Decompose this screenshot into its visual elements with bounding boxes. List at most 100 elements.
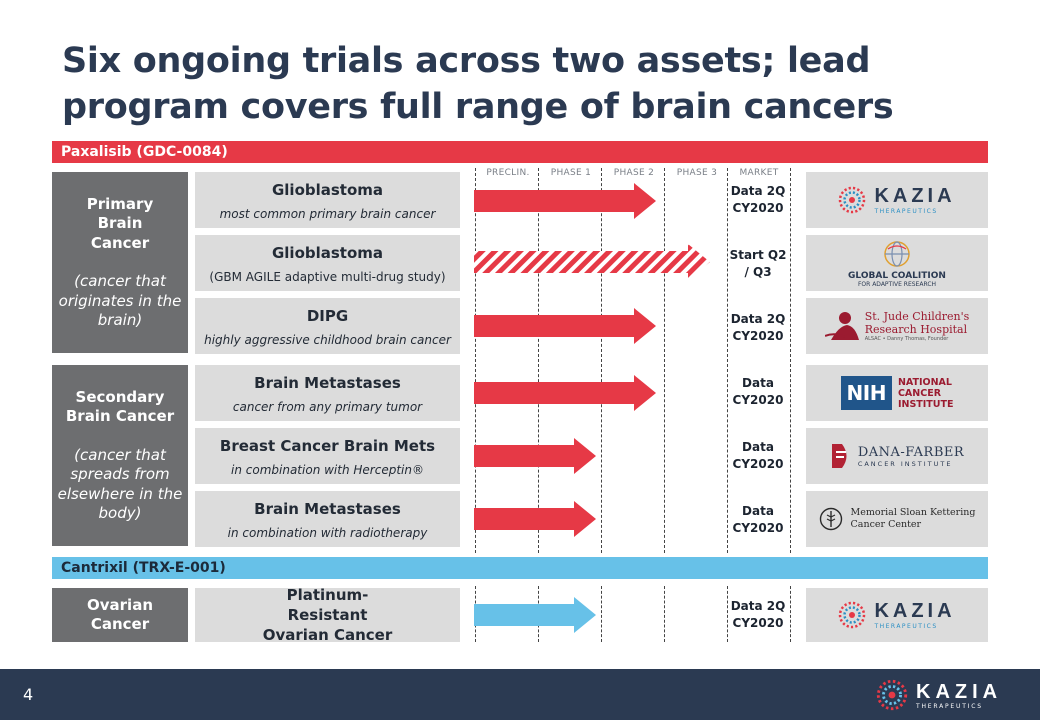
trial-indication: Brain Metastases cancer from any primary… xyxy=(195,365,460,421)
phase-divider xyxy=(727,586,728,642)
nci-line1: NATIONAL xyxy=(897,376,952,388)
group-subtitle: (cancer that originates in the brain) xyxy=(58,272,182,329)
partner-logo-kazia: KAZIA THERAPEUTICS xyxy=(806,172,988,228)
trial-indication: Glioblastoma most common primary brain c… xyxy=(195,172,460,228)
group-title: Ovarian Cancer xyxy=(87,595,153,634)
kazia-wordmark: KAZIA THERAPEUTICS xyxy=(874,600,955,630)
kazia-name: KAZIA xyxy=(874,600,956,622)
phase-divider xyxy=(601,168,602,553)
phase-header-phase3: PHASE 3 xyxy=(676,168,718,178)
asset-band-cantrixil: Cantrixil (TRX-E-001) xyxy=(52,557,988,579)
st-jude-line2: Research Hospital xyxy=(864,323,968,336)
partner-logo-msk: Memorial Sloan Kettering Cancer Center xyxy=(806,491,988,547)
trial-indication: Brain Metastases in combination with rad… xyxy=(195,491,460,547)
trial-status: Data CY2020 xyxy=(732,376,784,407)
indication-title: Glioblastoma xyxy=(271,180,384,199)
group-secondary-brain-cancer: Secondary Brain Cancer (cancer that spre… xyxy=(52,365,188,546)
kazia-mark-icon xyxy=(839,601,866,629)
group-ovarian-cancer: Ovarian Cancer xyxy=(52,588,188,642)
phase-divider xyxy=(727,168,728,553)
phase-header-preclin: PRECLIN. xyxy=(486,168,530,178)
dana-farber-wordmark: DANA-FARBER CANCER INSTITUTE xyxy=(858,445,964,468)
partner-logo-st-jude: St. Jude Children's Research Hospital AL… xyxy=(806,298,988,354)
st-jude-child-icon xyxy=(824,312,859,340)
nci-line3: INSTITUTE xyxy=(897,398,954,410)
indication-subtitle: (GBM AGILE adaptive multi-drug study) xyxy=(209,269,446,284)
group-title: Primary Brain Cancer xyxy=(86,194,154,252)
progress-arrow-phase3-planned xyxy=(474,244,710,279)
trial-status: Data 2Q CY2020 xyxy=(730,599,786,630)
progress-arrow-phase1 xyxy=(474,597,596,633)
phase-divider xyxy=(475,168,476,553)
phase-divider xyxy=(664,168,665,553)
indication-title: Brain Metastases xyxy=(254,499,401,518)
progress-arrow-phase2 xyxy=(474,308,656,344)
indication-title: Brain Metastases xyxy=(254,373,401,392)
trial-indication: Glioblastoma (GBM AGILE adaptive multi-d… xyxy=(195,235,460,291)
progress-arrow-phase2 xyxy=(474,375,656,411)
trial-status: Data CY2020 xyxy=(732,504,784,535)
partner-logo-kazia: KAZIA THERAPEUTICS xyxy=(806,588,988,642)
progress-arrow-phase2 xyxy=(474,183,656,219)
group-subtitle: (cancer that spreads from elsewhere in t… xyxy=(57,445,183,523)
phase-divider xyxy=(790,586,791,642)
indication-subtitle: in combination with Herceptin® xyxy=(231,462,424,477)
trial-status: Data CY2020 xyxy=(732,440,784,471)
kazia-wordmark: KAZIA THERAPEUTICS xyxy=(874,185,955,215)
trial-indication: Platinum-Resistant Ovarian Cancer xyxy=(195,586,460,644)
phase-divider xyxy=(601,586,602,642)
group-primary-brain-cancer: Primary Brain Cancer (cancer that origin… xyxy=(52,172,188,353)
nci-wordmark: NATIONAL CANCER INSTITUTE xyxy=(898,377,954,410)
footer-bar: 4 KAZIA THERAPEUTICS xyxy=(0,669,1040,720)
nci-line2: CANCER xyxy=(897,387,942,399)
globe-icon xyxy=(884,240,910,267)
progress-arrow-phase1 xyxy=(474,438,596,474)
asset-band-paxalisib: Paxalisib (GDC-0084) xyxy=(52,141,988,163)
st-jude-line3: ALSAC • Danny Thomas, Founder xyxy=(864,336,949,342)
df-line1: DANA-FARBER xyxy=(857,444,965,460)
footer-kazia-logo: KAZIA THERAPEUTICS xyxy=(876,679,1002,711)
phase-divider xyxy=(664,586,665,642)
partner-logo-dana-farber: DANA-FARBER CANCER INSTITUTE xyxy=(806,428,988,484)
kazia-tagline: THERAPEUTICS xyxy=(874,208,938,215)
trial-indication: Breast Cancer Brain Mets in combination … xyxy=(195,428,460,484)
phase-divider xyxy=(790,168,791,553)
msk-line1: Memorial Sloan Kettering xyxy=(850,507,976,518)
progress-arrow-phase1 xyxy=(474,501,596,537)
indication-title: Breast Cancer Brain Mets xyxy=(219,436,436,455)
msk-mark-icon xyxy=(819,507,842,531)
msk-line2: Cancer Center xyxy=(850,519,922,530)
st-jude-wordmark: St. Jude Children's Research Hospital AL… xyxy=(865,310,970,342)
page-number: 4 xyxy=(23,685,34,704)
dana-farber-mark-icon xyxy=(831,444,847,468)
trial-status: Data 2Q CY2020 xyxy=(730,184,786,215)
gcar-name: GLOBAL COALITION xyxy=(848,270,946,281)
kazia-tagline: THERAPEUTICS xyxy=(874,623,938,630)
trial-status: Start Q2 / Q3 xyxy=(729,248,787,279)
kazia-tagline: THERAPEUTICS xyxy=(916,702,983,710)
indication-title: Platinum-Resistant Ovarian Cancer xyxy=(262,586,393,644)
partner-logo-gcar: GLOBAL COALITION FOR ADAPTIVE RESEARCH xyxy=(806,235,988,291)
slide-title: Six ongoing trials across two assets; le… xyxy=(62,41,894,127)
trial-status: Data 2Q CY2020 xyxy=(730,312,786,343)
kazia-name: KAZIA xyxy=(916,680,1003,703)
indication-title: DIPG xyxy=(306,306,349,325)
indication-subtitle: in combination with radiotherapy xyxy=(227,525,428,540)
indication-subtitle: most common primary brain cancer xyxy=(219,206,436,221)
indication-subtitle: cancer from any primary tumor xyxy=(232,399,423,414)
partner-logo-nci: NIH NATIONAL CANCER INSTITUTE xyxy=(806,365,988,421)
st-jude-line1: St. Jude Children's xyxy=(864,310,970,323)
kazia-name: KAZIA xyxy=(874,185,956,207)
msk-wordmark: Memorial Sloan Kettering Cancer Center xyxy=(851,507,976,531)
indication-title: Glioblastoma xyxy=(271,243,384,262)
phase-divider xyxy=(538,168,539,553)
indication-subtitle: highly aggressive childhood brain cancer xyxy=(204,332,451,347)
group-title: Secondary Brain Cancer xyxy=(65,387,175,426)
phase-header-market: MARKET xyxy=(739,168,779,178)
gcar-subname: FOR ADAPTIVE RESEARCH xyxy=(857,280,937,288)
df-line2: CANCER INSTITUTE xyxy=(857,459,953,468)
kazia-mark-icon xyxy=(839,186,866,214)
nih-mark: NIH xyxy=(840,376,892,410)
kazia-mark-icon xyxy=(876,679,908,711)
phase-header-phase2: PHASE 2 xyxy=(613,168,655,178)
